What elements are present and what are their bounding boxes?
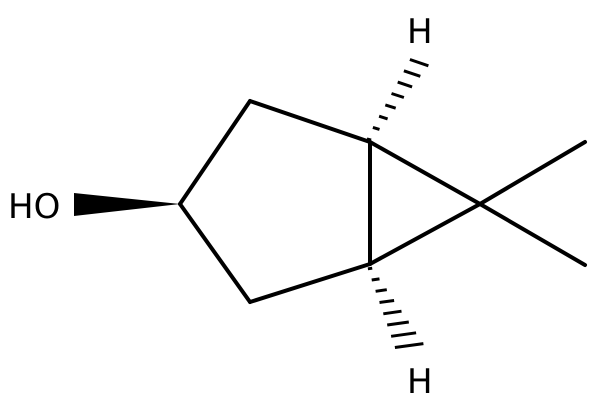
hash-bond-h-top xyxy=(366,58,429,142)
bond-c5-c4 xyxy=(248,262,372,304)
bond-c1-c6 xyxy=(368,140,482,206)
wedge-bond-oh xyxy=(74,193,180,216)
hydroxyl-label: HO xyxy=(8,187,60,227)
bond-c4-c3 xyxy=(178,202,252,304)
bond-c6-methyl-top xyxy=(478,140,587,206)
hydrogen-label-bottom: H xyxy=(407,362,433,402)
hydrogen-label-top: H xyxy=(407,12,433,52)
bond-c3-c2 xyxy=(178,99,252,206)
bond-c5-c6 xyxy=(368,202,482,266)
bond-c6-methyl-bottom xyxy=(478,202,587,267)
bond-c2-c1 xyxy=(248,99,372,144)
hash-bond-h-bottom xyxy=(367,266,424,349)
